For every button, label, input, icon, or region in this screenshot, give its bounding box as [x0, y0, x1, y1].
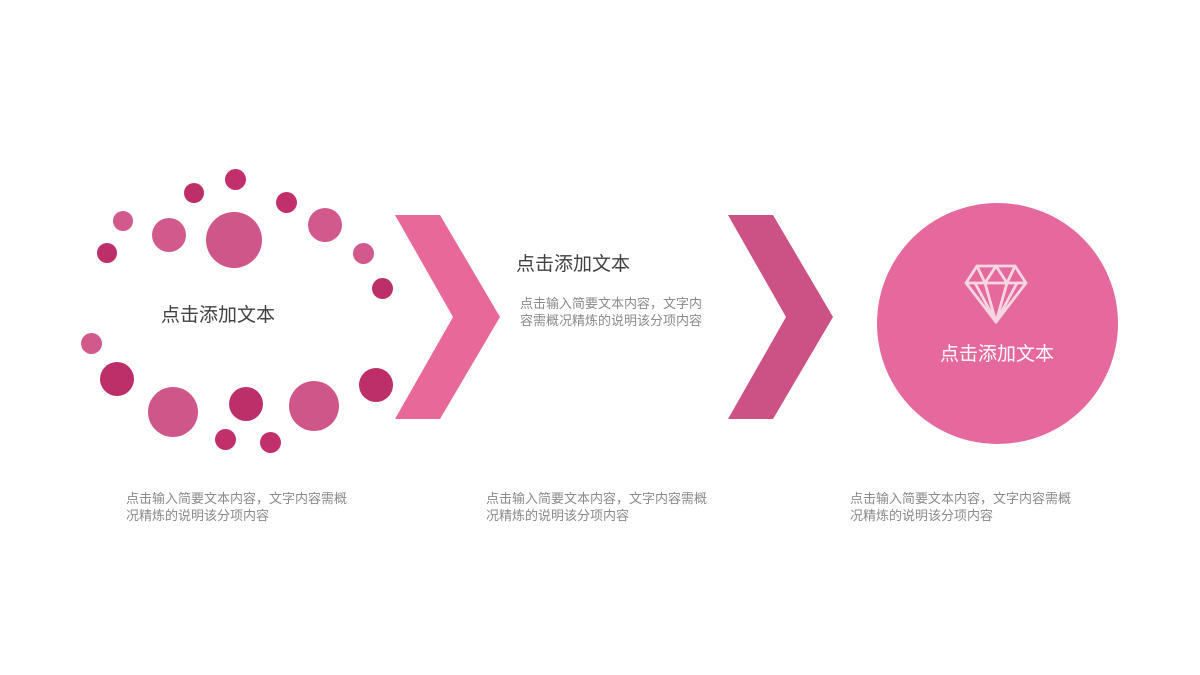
dot: [353, 243, 374, 264]
dot: [81, 333, 102, 354]
dot: [97, 243, 117, 263]
dot: [372, 278, 393, 299]
dot: [113, 211, 133, 231]
dot: [260, 432, 281, 453]
dot: [215, 429, 236, 450]
step1-description[interactable]: 点击输入简要文本内容，文字内容需概况精炼的说明该分项内容: [126, 492, 348, 524]
diamond-icon: [964, 264, 1028, 324]
step2-inline-description[interactable]: 点击输入简要文本内容，文字内容需概况精炼的说明该分项内容: [520, 297, 703, 329]
dot: [148, 387, 198, 437]
chevron-arrow-2: [728, 215, 833, 419]
dot: [206, 212, 262, 268]
dot: [289, 381, 339, 431]
dot: [184, 183, 204, 203]
dot: [276, 192, 297, 213]
step3-description[interactable]: 点击输入简要文本内容，文字内容需概况精炼的说明该分项内容: [850, 492, 1072, 524]
step3-title[interactable]: 点击添加文本: [940, 343, 1055, 365]
dot: [229, 387, 263, 421]
step2-description[interactable]: 点击输入简要文本内容，文字内容需概况精炼的说明该分项内容: [486, 492, 708, 524]
dot: [359, 368, 393, 402]
dot: [225, 169, 246, 190]
step2-title[interactable]: 点击添加文本: [516, 253, 631, 275]
chevron-arrow-1: [395, 215, 500, 419]
dot: [308, 208, 342, 242]
highlight-circle: [877, 203, 1118, 444]
dot: [152, 218, 186, 252]
step1-title[interactable]: 点击添加文本: [161, 304, 276, 326]
dot: [100, 362, 134, 396]
